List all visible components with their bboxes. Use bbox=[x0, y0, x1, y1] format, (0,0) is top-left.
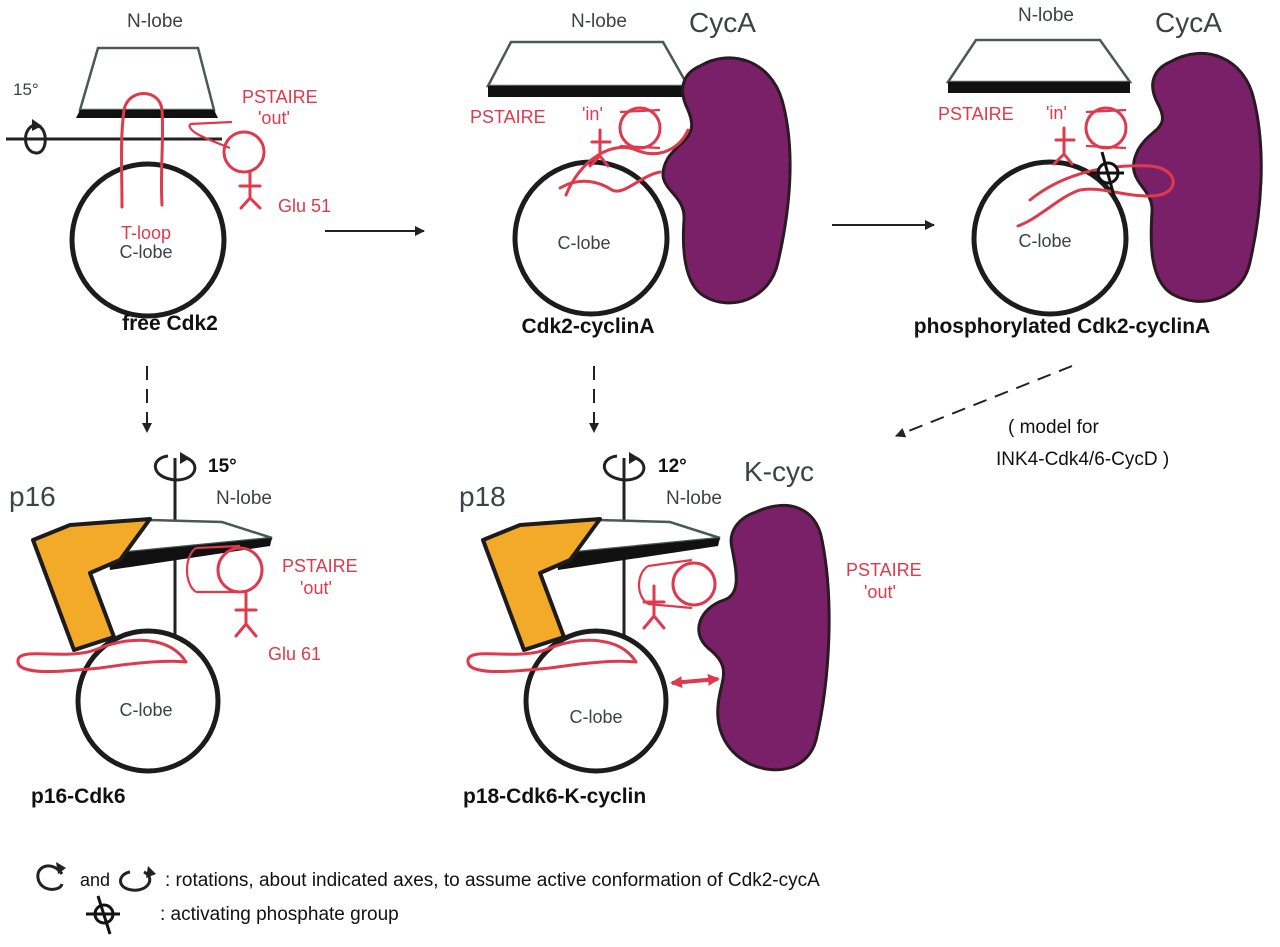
t-loop bbox=[466, 638, 638, 674]
pstaire-state: 'out' bbox=[864, 582, 896, 602]
cyclin-label: CycA bbox=[1155, 7, 1222, 38]
lobe-cyclin-contact-arrow bbox=[670, 673, 720, 689]
k-cyclin-blob bbox=[697, 503, 831, 772]
p18-inhibitor bbox=[481, 517, 602, 652]
c-lobe-circle bbox=[69, 161, 227, 319]
pstaire-state: 'out' bbox=[300, 578, 332, 598]
pstaire-state: 'out' bbox=[258, 108, 290, 128]
pstaire-label: PSTAIRE bbox=[470, 107, 546, 127]
n-lobe-label: N-lobe bbox=[127, 11, 183, 32]
rotation-angle: 15° bbox=[208, 456, 237, 477]
inhibitor-label: p18 bbox=[459, 481, 506, 512]
rotation-angle: 12° bbox=[658, 456, 687, 477]
pstaire-label: PSTAIRE bbox=[846, 560, 922, 580]
model-note-line-1: ( model for bbox=[1008, 417, 1099, 438]
n-lobe-label: N-lobe bbox=[571, 11, 627, 32]
panel-title: free Cdk2 bbox=[122, 312, 218, 335]
n-lobe-slab bbox=[76, 46, 218, 118]
panel-title: p18-Cdk6-K-cyclin bbox=[463, 785, 646, 808]
model-arrow bbox=[895, 365, 1073, 438]
pstaire-label: PSTAIRE bbox=[242, 87, 318, 107]
legend-and: and bbox=[80, 870, 110, 890]
c-lobe-label: C-lobe bbox=[569, 707, 622, 727]
cyclin-label: K-cyc bbox=[744, 456, 814, 487]
c-lobe-circle bbox=[523, 628, 669, 774]
n-lobe-slab bbox=[945, 38, 1133, 93]
phosphate-group-icon bbox=[1090, 151, 1124, 197]
t-loop bbox=[16, 638, 188, 674]
rotation-arrow-icon bbox=[24, 123, 47, 155]
pstaire-helix bbox=[188, 120, 266, 210]
panel-title: p16-Cdk6 bbox=[31, 785, 126, 808]
rotation-arrow-icon bbox=[119, 870, 152, 892]
rotation-arrow-icon bbox=[602, 454, 646, 482]
legend-phosphate-text: : activating phosphate group bbox=[160, 904, 399, 925]
phosphate-group-icon bbox=[86, 895, 120, 935]
pstaire-state: 'in' bbox=[582, 104, 603, 124]
cyclin-a-blob bbox=[661, 56, 792, 305]
glu-residue-label: Glu 61 bbox=[268, 644, 321, 664]
pstaire-state: 'in' bbox=[1046, 103, 1067, 123]
n-lobe-label: N-lobe bbox=[216, 488, 272, 509]
panel-cdk2-cyclina: N-lobe CycA C-lobe PSTAIRE 'in' Cdk2-cyc… bbox=[470, 7, 792, 338]
c-lobe-label: C-lobe bbox=[119, 700, 172, 720]
pstaire-helix bbox=[637, 558, 717, 630]
c-lobe-label: C-lobe bbox=[1018, 231, 1071, 251]
panel-title: Cdk2-cyclinA bbox=[521, 315, 654, 338]
rotation-arrow-icon bbox=[153, 454, 197, 482]
model-note-line-2: INK4-Cdk4/6-CycD ) bbox=[996, 449, 1169, 470]
c-lobe-label: C-lobe bbox=[557, 233, 610, 253]
c-lobe-label: C-lobe bbox=[119, 242, 172, 262]
legend-rotation-text: : rotations, about indicated axes, to as… bbox=[165, 870, 820, 891]
glu-residue-label: Glu 51 bbox=[278, 196, 331, 216]
panel-p18-cdk6-k-cyclin: p18 12° N-lobe K-cyc C-lobe PSTAIRE 'out… bbox=[459, 452, 922, 808]
inhibitor-label: p16 bbox=[9, 481, 56, 512]
legend: and : rotations, about indicated axes, t… bbox=[36, 862, 820, 935]
cyclin-label: CycA bbox=[689, 7, 756, 38]
rotation-angle: 15° bbox=[13, 80, 39, 99]
rotation-arrow-icon bbox=[36, 864, 64, 891]
panel-phosphorylated-cdk2-cyclina: N-lobe CycA C-lobe PSTAIRE 'in' phosphor… bbox=[914, 5, 1263, 338]
pstaire-helix bbox=[1016, 106, 1175, 228]
panel-title: phosphorylated Cdk2-cyclinA bbox=[914, 315, 1210, 338]
c-lobe-circle bbox=[971, 159, 1129, 317]
panel-p16-cdk6: p16 15° N-lobe C-lobe PSTAIRE 'out' Glu … bbox=[9, 452, 358, 808]
p16-inhibitor bbox=[31, 517, 152, 652]
n-lobe-label: N-lobe bbox=[666, 488, 722, 509]
n-lobe-slab bbox=[551, 518, 721, 570]
pstaire-helix bbox=[185, 544, 264, 638]
pstaire-label: PSTAIRE bbox=[938, 104, 1014, 124]
pstaire-label: PSTAIRE bbox=[282, 556, 358, 576]
t-loop-label: T-loop bbox=[121, 223, 171, 243]
n-lobe-label: N-lobe bbox=[1018, 5, 1074, 26]
cyclin-a-blob bbox=[1132, 52, 1263, 303]
pstaire-helix bbox=[558, 106, 690, 197]
n-lobe-slab bbox=[485, 40, 691, 97]
t-loop bbox=[120, 92, 165, 209]
panel-free-cdk2: N-lobe 15° T-loop C-lobe PSTAIRE 'out' G… bbox=[6, 11, 331, 335]
